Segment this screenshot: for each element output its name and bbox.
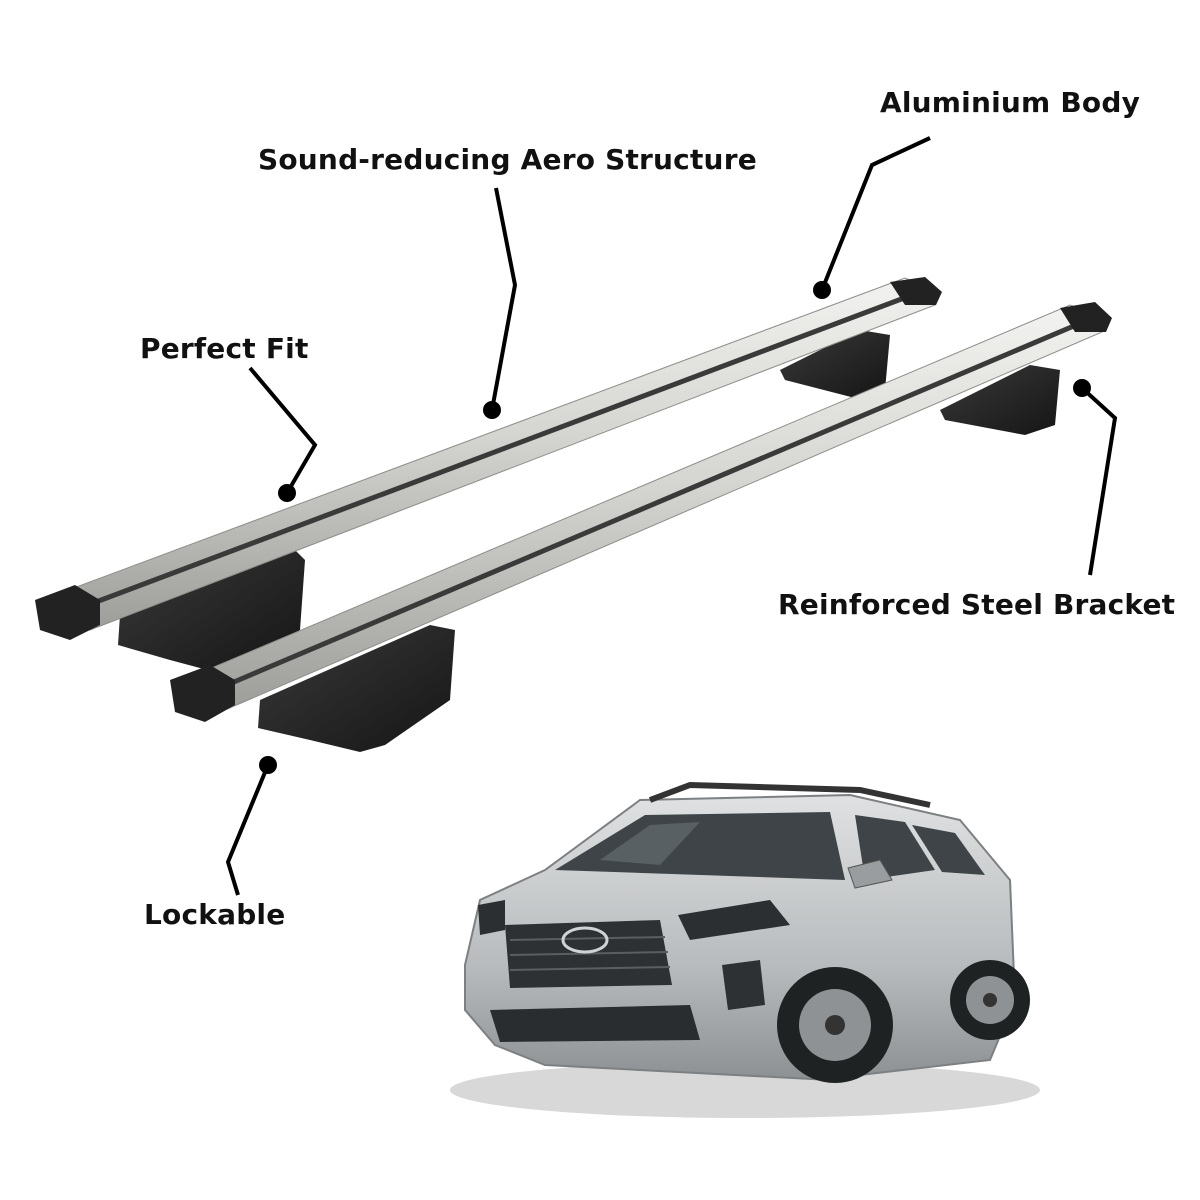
callout-aluminium-body: Aluminium Body	[880, 86, 1141, 119]
back-bar-foot-left	[118, 545, 305, 672]
leader-dots	[259, 281, 1091, 774]
wheel-front	[777, 967, 893, 1083]
front-bar-foot-left	[258, 625, 455, 752]
leader-lines	[225, 136, 1118, 896]
callout-perfect-fit: Perfect Fit	[140, 332, 309, 365]
front-roof-bar	[170, 302, 1112, 722]
back-bar-foot-right	[780, 330, 890, 398]
callout-steel-bracket: Reinforced Steel Bracket	[778, 588, 1176, 621]
wheel-rear	[950, 960, 1030, 1040]
front-bar-foot-right	[940, 365, 1060, 435]
callout-aero-structure: Sound-reducing Aero Structure	[258, 143, 757, 176]
callout-lockable: Lockable	[144, 898, 286, 931]
back-roof-bar	[35, 277, 942, 640]
